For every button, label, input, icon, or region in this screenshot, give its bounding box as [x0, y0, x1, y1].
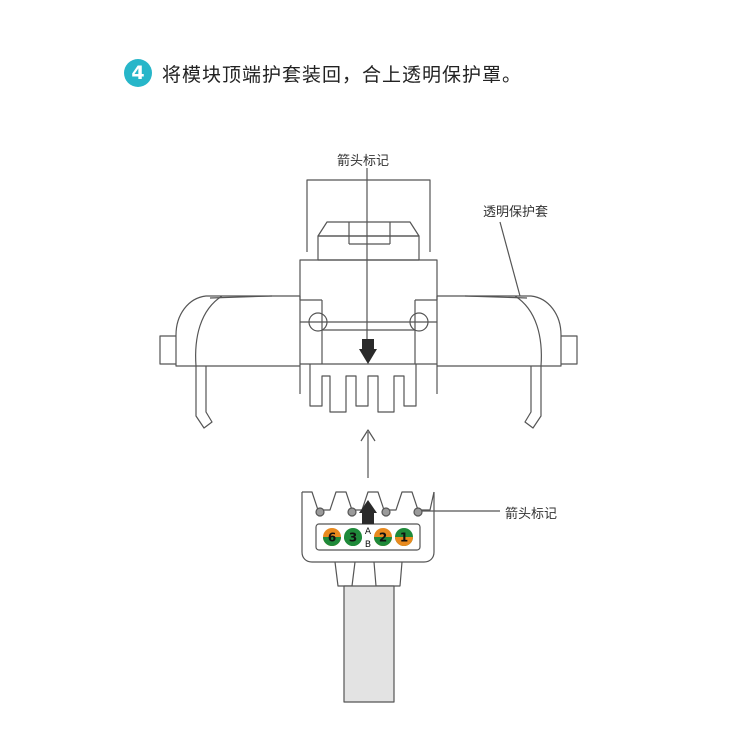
pin-3-label: 3 — [349, 531, 357, 545]
ab-marker-b: B — [365, 540, 371, 550]
pin-6-label: 6 — [328, 531, 336, 545]
pin-1: 1 — [395, 528, 413, 546]
step-number: 4 — [131, 62, 145, 84]
ab-marker-a: A — [365, 527, 372, 537]
module-housing — [299, 221, 438, 413]
clear-cover-left — [159, 295, 328, 429]
leader-lines — [306, 168, 521, 512]
pin-1-label: 1 — [400, 531, 408, 545]
pin-6: 6 — [323, 528, 341, 546]
arrow-mark-icon — [359, 339, 377, 364]
callout-arrow-mark-top: 箭头标记 — [337, 154, 390, 169]
pin-3: 3 — [344, 528, 362, 546]
pin-2: 2 — [374, 528, 392, 546]
insert-direction-arrow-icon — [360, 429, 376, 478]
ab-marker: A B — [365, 527, 372, 550]
cable — [343, 585, 395, 703]
step-number-icon: 4 — [124, 59, 152, 87]
pin-2-label: 2 — [379, 531, 387, 545]
arrow-mark-icon — [359, 500, 377, 524]
clear-cover-right — [409, 295, 578, 429]
step-instruction: 将模块顶端护套装回，合上透明保护罩。 — [162, 63, 523, 86]
callout-arrow-mark-plug: 箭头标记 — [505, 507, 558, 522]
step-header: 4 将模块顶端护套装回，合上透明保护罩。 — [124, 58, 522, 88]
callout-clear-cover: 透明保护套 — [483, 205, 549, 220]
